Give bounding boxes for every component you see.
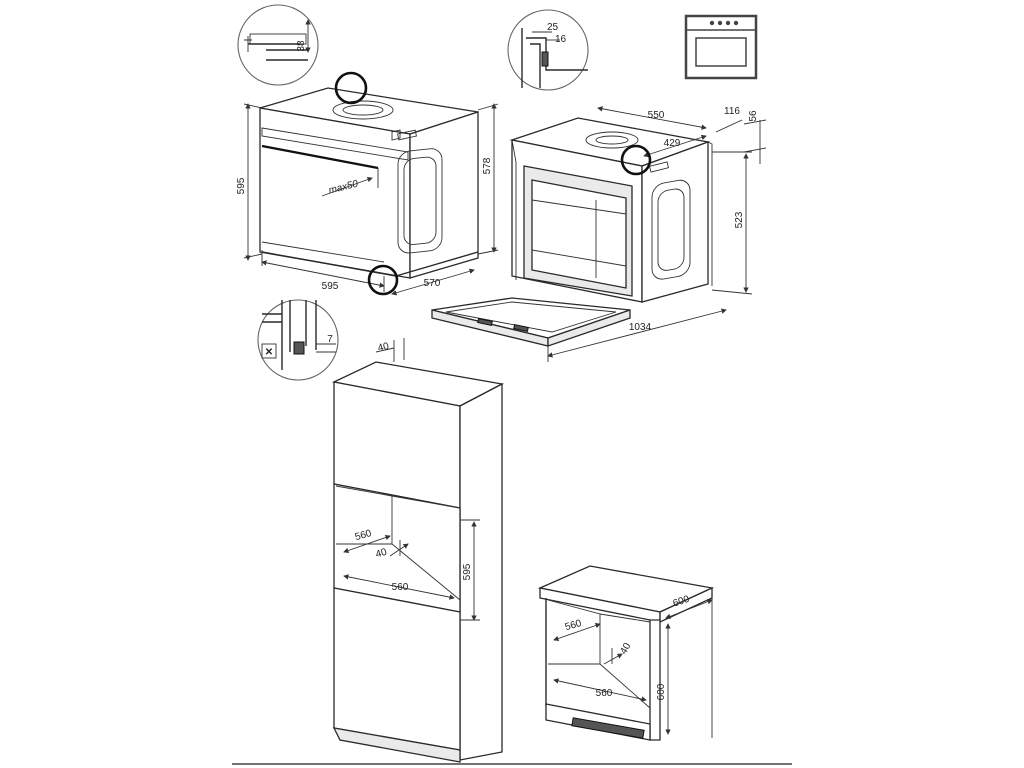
- counter-inner-depth-label: 560: [564, 618, 583, 633]
- detail-circle-top-left: 38: [237, 4, 319, 86]
- open-top-depth-label: 550: [648, 110, 665, 121]
- counter-height-label: 600: [656, 683, 667, 700]
- open-height-label: 523: [734, 211, 745, 228]
- oven-body-depth-label: 578: [482, 157, 493, 174]
- open-depth-label: 1034: [629, 322, 652, 333]
- open-inner-depth-label: 429: [664, 138, 681, 149]
- under-counter-cabinet: 600 560 40 560 600: [537, 565, 715, 741]
- oven-open-view: 550 429 116 56 523 1034: [431, 106, 767, 362]
- oven-front-icon: [684, 14, 758, 80]
- detail-top-right-label-b: 16: [555, 34, 567, 45]
- svg-text:✕: ✕: [265, 347, 273, 358]
- oven-depth-label: 570: [424, 278, 441, 289]
- open-side-label-a: 116: [724, 106, 740, 117]
- cabinet-height-label: 595: [462, 563, 473, 580]
- detail-bottom-label: 7: [327, 334, 333, 345]
- cabinet-top-gap-label: 40: [377, 341, 391, 354]
- plinth-vent: [571, 717, 645, 739]
- oven-height-label: 595: [236, 177, 247, 194]
- cabinet-rear-gap-label: 40: [374, 547, 388, 561]
- detail-top-right-label-a: 25: [547, 22, 559, 33]
- counter-width-label: 560: [596, 688, 613, 699]
- counter-top-depth-label: 600: [672, 594, 692, 610]
- oven-closed-view: 595 595 570 578 max50: [236, 71, 499, 296]
- bottom-detail-marker: [367, 264, 399, 296]
- detail-circle-bottom: ✕ 7: [257, 299, 339, 381]
- detail-circle-top-right: 25 16: [507, 9, 589, 91]
- cabinet-inner-depth-label: 560: [354, 528, 373, 543]
- top-detail-marker: [334, 71, 368, 105]
- cabinet-width-label: 560: [392, 582, 409, 593]
- open-detail-marker: [620, 144, 652, 176]
- oven-width-label: 595: [322, 281, 339, 292]
- tall-cabinet: 40 560 40 560 595: [331, 338, 504, 763]
- detail-top-left-label: 38: [296, 40, 307, 52]
- counter-rear-gap-label: 40: [618, 641, 633, 657]
- open-side-label-b: 56: [748, 110, 759, 122]
